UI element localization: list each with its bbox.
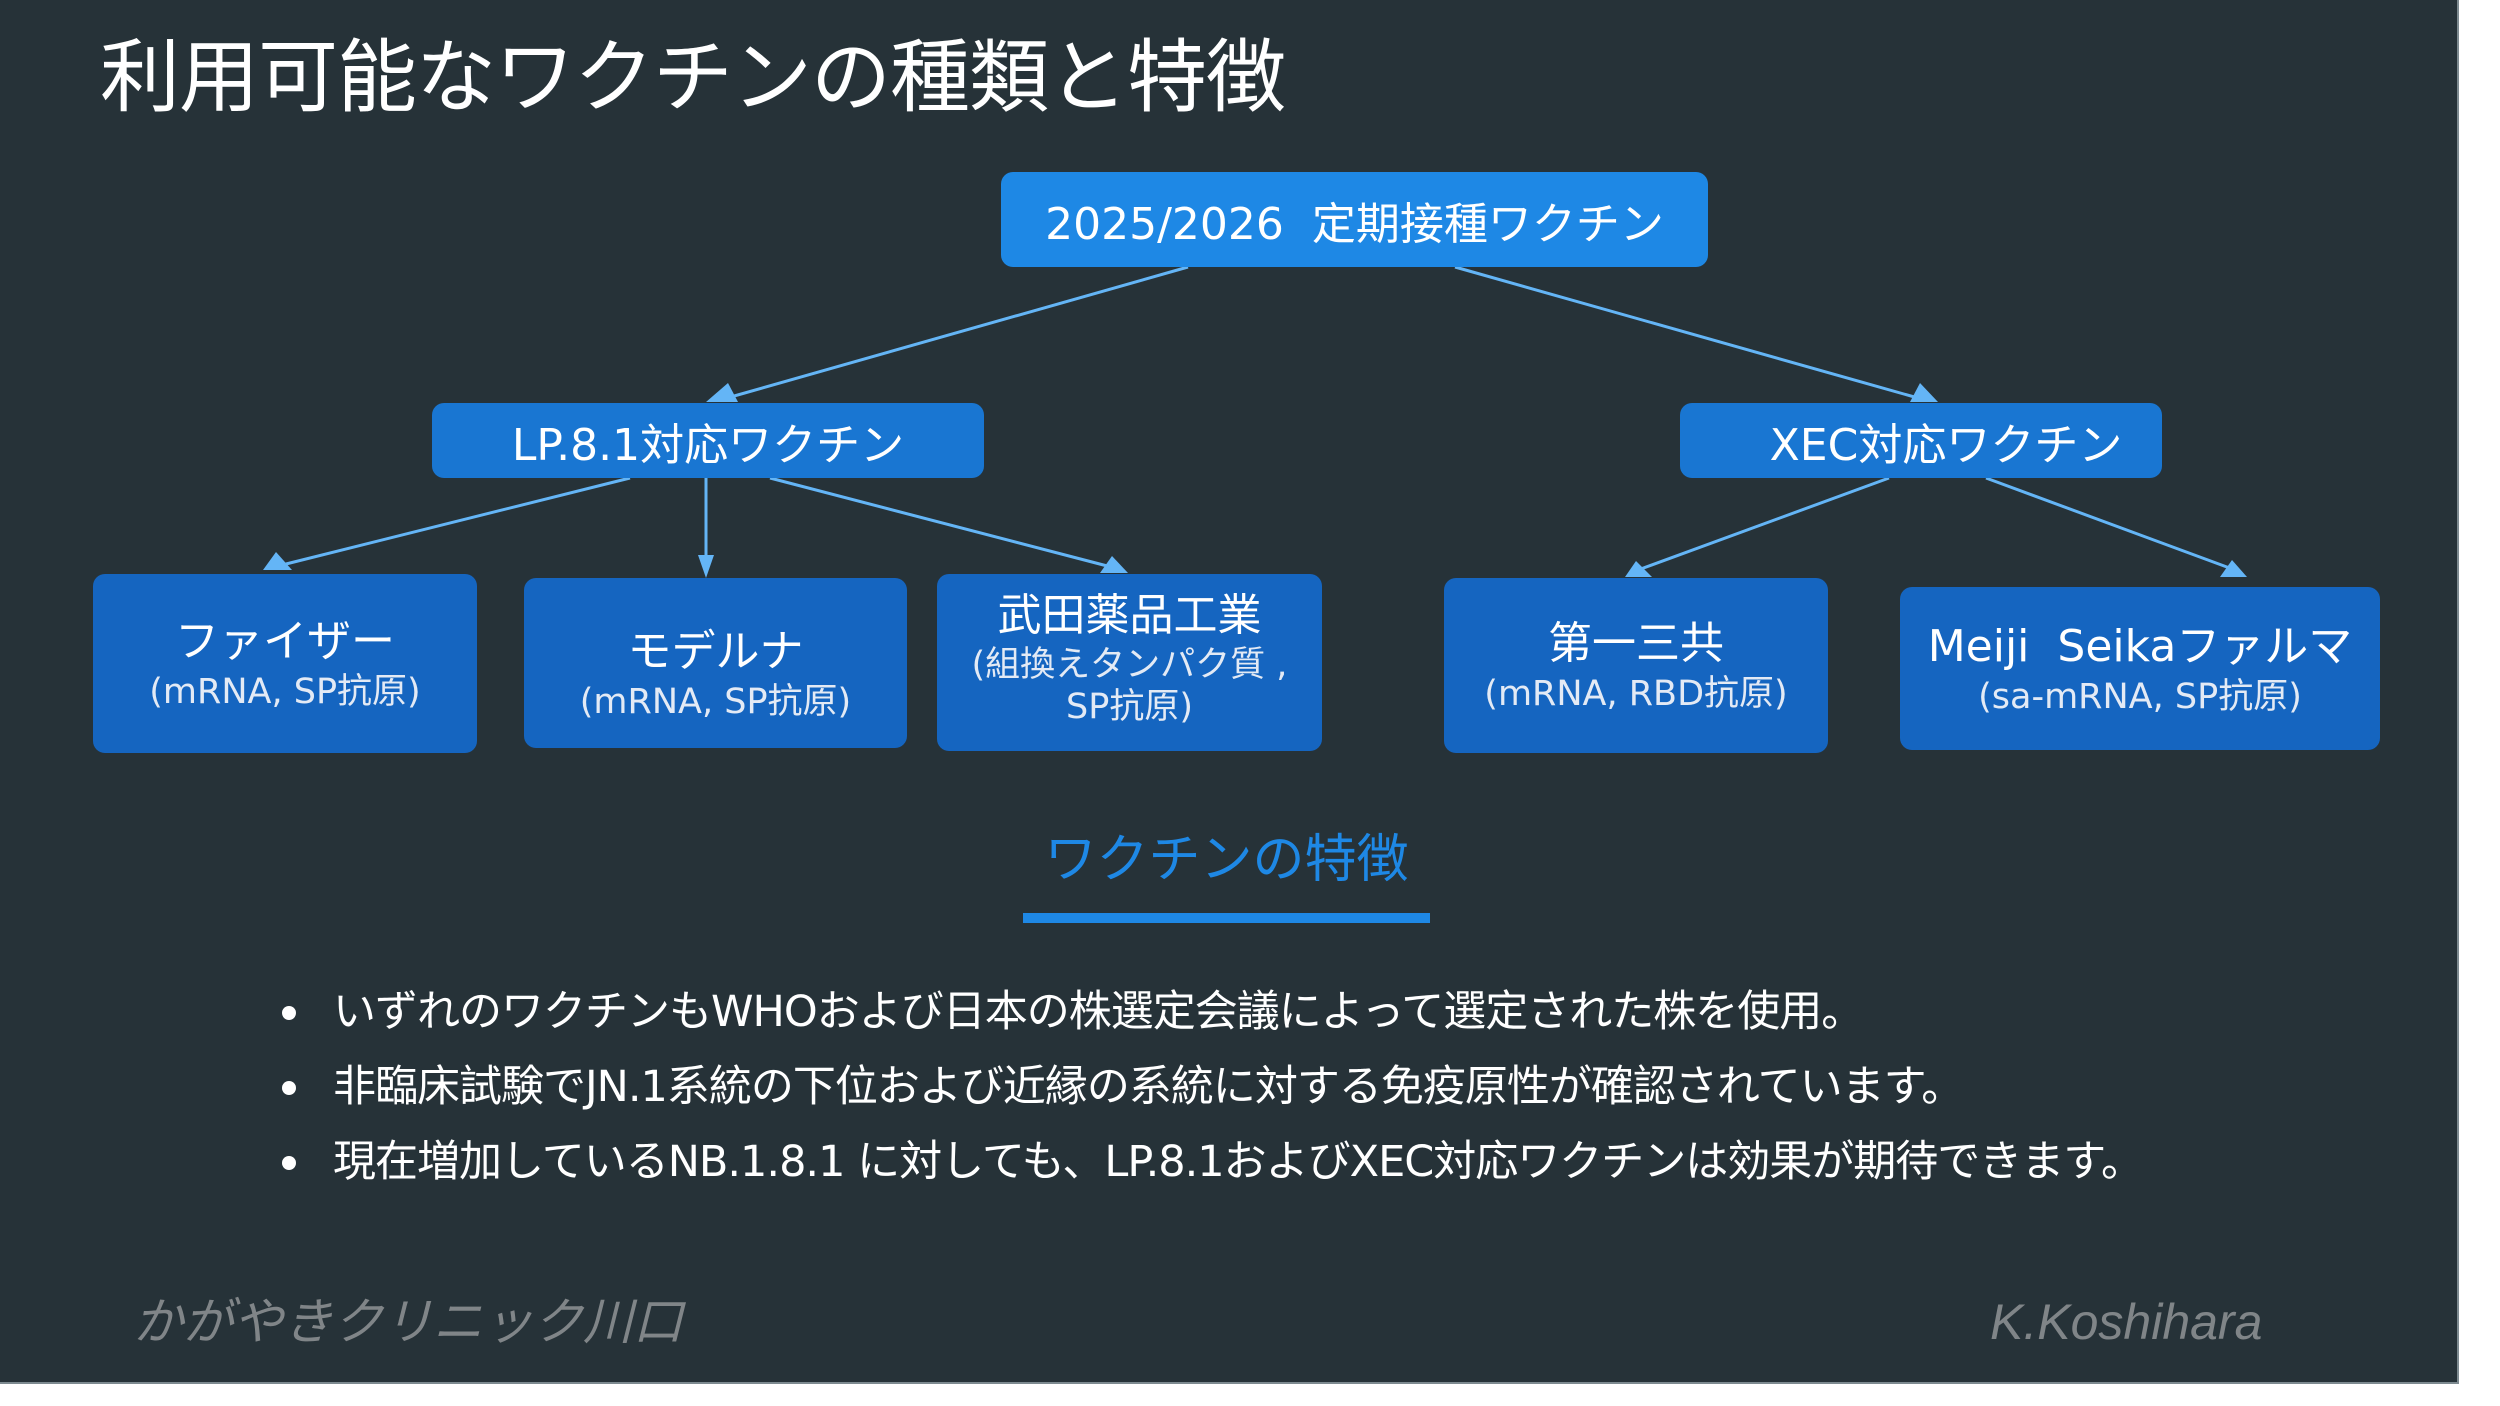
feature-text: 現在増加しているNB.1.8.1 に対しても、LP.8.1およびXEC対応ワクチ… [333,1137,2144,1187]
vaccine-name: モデルナ [627,626,804,677]
arrow-lp81-to-takeda [769,476,1116,570]
vaccine-node-pfizer: ファイザー (mRNA, SP抗原) [93,574,477,753]
vaccine-name: ファイザー [175,615,395,667]
group-node-lp81: LP.8.1対応ワクチン [432,403,984,478]
slide: 利用可能なワクチンの種類と特徴 2025/2026 定期接種ワクチ [0,0,2459,1384]
arrow-xec-to-meiji [1985,476,2236,572]
arrowhead-icon [1625,561,1652,577]
vaccine-name: 武田薬品工業 [997,590,1262,641]
arrowhead-icon [263,552,292,570]
feature-item: 現在増加しているNB.1.8.1 に対しても、LP.8.1およびXEC対応ワクチ… [280,1125,2144,1200]
slide-title: 利用可能なワクチンの種類と特徴 [100,31,1286,124]
footer-author: K.Koshihara [1990,1294,2263,1350]
arrowhead-icon [1910,383,1938,402]
vaccine-detail: (mRNA, SP抗原) [579,682,852,722]
vaccine-detail: (mRNA, SP抗原) [149,671,421,712]
feature-item: 非臨床試験でJN.1系統の下位および近縁の系統に対する免疫原性が確認されています… [280,1050,2143,1125]
features-list: いずれのワクチンもWHOおよび日本の株選定会議によって選定された株を使用。 非臨… [280,975,2144,1200]
bullet-icon [282,1006,296,1020]
vaccine-detail: (sa-mRNA, SP抗原) [1978,676,2302,717]
feature-text: 非臨床試験でJN.1系統の下位および近縁の系統に対する免疫原性が確認されています… [333,1062,1964,1112]
footer-clinic-name: かがやきクリニック川口 [133,1294,683,1350]
arrowhead-icon [698,555,714,578]
diagram-arrows [263,265,2247,578]
root-node-label: 2025/2026 定期接種ワクチン [1045,198,1664,250]
features-heading: ワクチンの特徴 [1044,830,1409,890]
arrow-xec-to-daiichi [1637,476,1890,572]
vaccine-name: 第一三共 [1548,617,1724,669]
vaccine-node-daiichi-sankyo: 第一三共 (mRNA, RBD抗原) [1444,578,1828,753]
vaccine-node-meiji-seika: Meiji Seikaファルマ (sa-mRNA, SP抗原) [1900,587,2380,750]
group-node-label: XEC対応ワクチン [1769,419,2123,471]
vaccine-name: Meiji Seikaファルマ [1927,620,2353,672]
arrowhead-icon [1100,556,1128,573]
bullet-icon [282,1081,296,1095]
features-heading-underline [1023,913,1430,923]
feature-item: いずれのワクチンもWHOおよび日本の株選定会議によって選定された株を使用。 [280,975,2143,1050]
vaccine-node-moderna: モデルナ (mRNA, SP抗原) [524,578,907,748]
group-node-xec: XEC対応ワクチン [1680,403,2162,478]
vaccine-detail: (組換えタンパク質 , SP抗原) [971,645,1288,727]
feature-text: いずれのワクチンもWHOおよび日本の株選定会議によって選定された株を使用。 [333,987,1864,1037]
bullet-icon [282,1156,296,1170]
arrowhead-icon [2220,560,2247,577]
root-node: 2025/2026 定期接種ワクチン [1001,172,1708,267]
vaccine-node-takeda: 武田薬品工業 (組換えタンパク質 , SP抗原) [937,574,1322,751]
group-node-label: LP.8.1対応ワクチン [511,419,905,471]
arrow-lp81-to-pfizer [277,476,631,568]
arrow-root-to-lp81 [719,265,1189,402]
arrow-root-to-xec [1454,265,1926,402]
vaccine-detail: (mRNA, RBD抗原) [1484,673,1788,714]
arrowhead-icon [706,383,738,402]
